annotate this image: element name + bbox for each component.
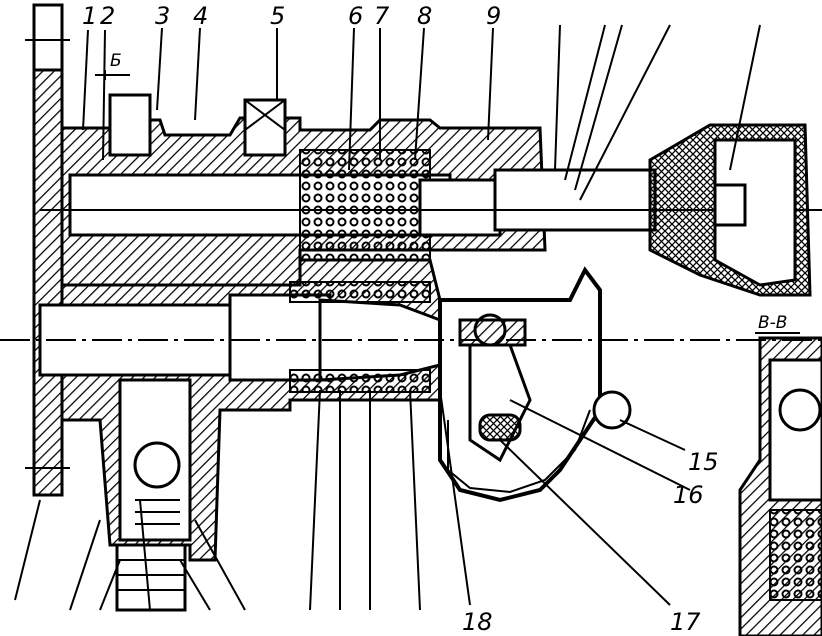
callout-3: 3 <box>155 2 170 30</box>
callout-17: 17 <box>670 608 701 636</box>
callout-6: 6 <box>348 2 363 30</box>
callout-7: 7 <box>374 2 390 30</box>
callout-4: 4 <box>193 2 208 30</box>
callout-18: 18 <box>462 608 493 636</box>
callout-2: 2 <box>100 2 115 30</box>
callout-9: 9 <box>486 2 501 30</box>
section-label: В-В <box>758 313 787 333</box>
upper-housing <box>40 93 822 287</box>
callout-1: 1 <box>82 2 97 30</box>
lower-housing <box>0 258 822 612</box>
dimension-label: Б <box>110 51 122 71</box>
flange-plate <box>14 3 70 601</box>
leader-lines <box>69 24 761 611</box>
callout-8: 8 <box>417 2 432 30</box>
section-b-b <box>738 336 822 636</box>
rubber-boot <box>648 123 812 297</box>
callout-labels: 1 2 3 4 5 6 7 8 9 15 16 17 18 Б В-В <box>82 2 800 636</box>
callout-16: 16 <box>673 481 704 509</box>
callout-5: 5 <box>270 2 285 30</box>
lever-housing <box>438 266 632 503</box>
callout-15: 15 <box>688 448 719 476</box>
